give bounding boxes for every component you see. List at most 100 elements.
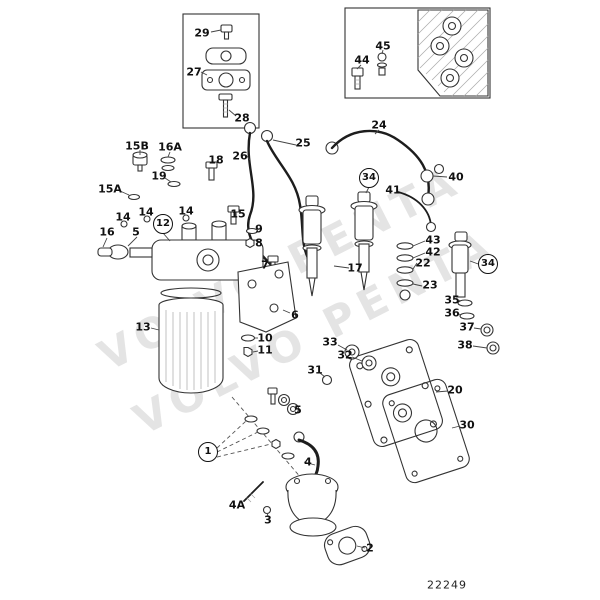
injector-a-body xyxy=(302,209,322,245)
filter-canister-body xyxy=(158,305,224,394)
nut-3 xyxy=(262,505,272,515)
callout-25: 25 xyxy=(295,136,311,150)
callout-16A: 16A xyxy=(158,140,182,154)
callout-5: 5 xyxy=(132,225,140,239)
callout-34-balloon: 34 xyxy=(478,254,498,274)
callout-14: 14 xyxy=(178,204,194,218)
inset-engine-section xyxy=(344,7,491,99)
injector-a-tip xyxy=(308,277,316,297)
callout-6: 6 xyxy=(291,308,299,322)
primer-handle-16 xyxy=(97,247,113,257)
lower-assembly xyxy=(216,387,371,566)
callout-1-balloon: 1 xyxy=(198,442,218,462)
washer-15A xyxy=(127,193,141,201)
callout-45: 45 xyxy=(375,39,391,53)
callout-18: 18 xyxy=(208,153,224,167)
filter-seal-ring xyxy=(160,287,222,299)
callout-2: 2 xyxy=(366,541,374,555)
callout-19: 19 xyxy=(151,169,167,183)
callout-15: 15 xyxy=(230,207,246,221)
washer-16A xyxy=(160,156,176,164)
callout-12-balloon: 12 xyxy=(153,214,173,234)
callout-24: 24 xyxy=(371,118,387,132)
callout-38: 38 xyxy=(457,338,473,352)
callout-14: 14 xyxy=(115,210,131,224)
callout-33: 33 xyxy=(322,335,338,349)
callout-37: 37 xyxy=(459,320,475,334)
mounting-bracket xyxy=(237,255,297,358)
bolt-29 xyxy=(220,24,233,33)
injector-a-nut xyxy=(305,195,319,207)
callout-22: 22 xyxy=(415,256,431,270)
injector-b-nut xyxy=(357,191,371,203)
callout-4A: 4A xyxy=(228,498,246,512)
bolt-44 xyxy=(351,67,364,77)
bracket-plate-6 xyxy=(237,261,297,333)
callout-26: 26 xyxy=(232,149,248,163)
callout-44: 44 xyxy=(354,53,370,67)
callout-17: 17 xyxy=(347,261,363,275)
callout-29: 29 xyxy=(194,26,210,40)
callout-31: 31 xyxy=(307,363,323,377)
banjo-bolt-5 xyxy=(267,387,278,395)
injector-c-nut xyxy=(454,231,468,242)
washer-10 xyxy=(240,334,256,342)
washer-14 xyxy=(120,220,128,228)
callout-32: 32 xyxy=(337,348,353,362)
right-injector xyxy=(420,163,500,355)
plug-31 xyxy=(321,374,333,386)
callout-40: 40 xyxy=(448,170,464,184)
callout-34-balloon: 34 xyxy=(359,168,379,188)
callout-10: 10 xyxy=(257,331,273,345)
callout-28: 28 xyxy=(234,111,250,125)
gasket-2 xyxy=(323,525,371,566)
callout-23: 23 xyxy=(422,278,438,292)
callout-3: 3 xyxy=(264,513,272,527)
nut-11 xyxy=(243,346,253,358)
callout-30: 30 xyxy=(459,418,475,432)
injector-c-body xyxy=(451,244,469,274)
inset-clamp-detail xyxy=(182,13,260,129)
seal-35 xyxy=(457,299,473,307)
callout-43: 43 xyxy=(425,233,441,247)
callout-15B: 15B xyxy=(125,139,149,153)
washer-19 xyxy=(167,180,181,188)
pump-gasket-30 xyxy=(382,378,470,484)
filter-head xyxy=(97,150,264,281)
callout-20: 20 xyxy=(447,383,463,397)
injector-b-tip xyxy=(360,271,368,291)
callout-35: 35 xyxy=(444,293,460,307)
washer-14 xyxy=(182,214,190,222)
fitting-45 xyxy=(377,52,387,62)
washer-stack xyxy=(396,240,426,301)
filter-canister xyxy=(150,287,224,394)
callout-36: 36 xyxy=(444,306,460,320)
primer-neck xyxy=(129,247,153,258)
drawing-number: 22249 xyxy=(427,578,467,592)
bolt-7 xyxy=(267,255,279,263)
callout-5: 5 xyxy=(294,403,302,417)
callout-13: 13 xyxy=(135,320,151,334)
injector-b-body xyxy=(354,205,374,241)
pump-cover-20 xyxy=(349,338,443,448)
callout-27: 27 xyxy=(186,65,202,79)
callout-14: 14 xyxy=(138,205,154,219)
callout-41: 41 xyxy=(385,183,401,197)
callout-7: 7 xyxy=(261,258,269,272)
callout-11: 11 xyxy=(257,343,273,357)
callout-42: 42 xyxy=(425,245,441,259)
nut-8 xyxy=(245,237,255,249)
callout-9: 9 xyxy=(255,222,263,236)
bolt-28 xyxy=(218,93,233,101)
callout-15A: 15A xyxy=(98,182,122,196)
callout-4: 4 xyxy=(304,455,312,469)
seal-36 xyxy=(459,312,475,320)
fitting-40 xyxy=(420,169,434,183)
callout-8: 8 xyxy=(255,236,263,250)
nut xyxy=(271,438,281,450)
injectors xyxy=(298,186,378,297)
injection-pump xyxy=(319,338,470,484)
washer-9 xyxy=(245,227,259,235)
